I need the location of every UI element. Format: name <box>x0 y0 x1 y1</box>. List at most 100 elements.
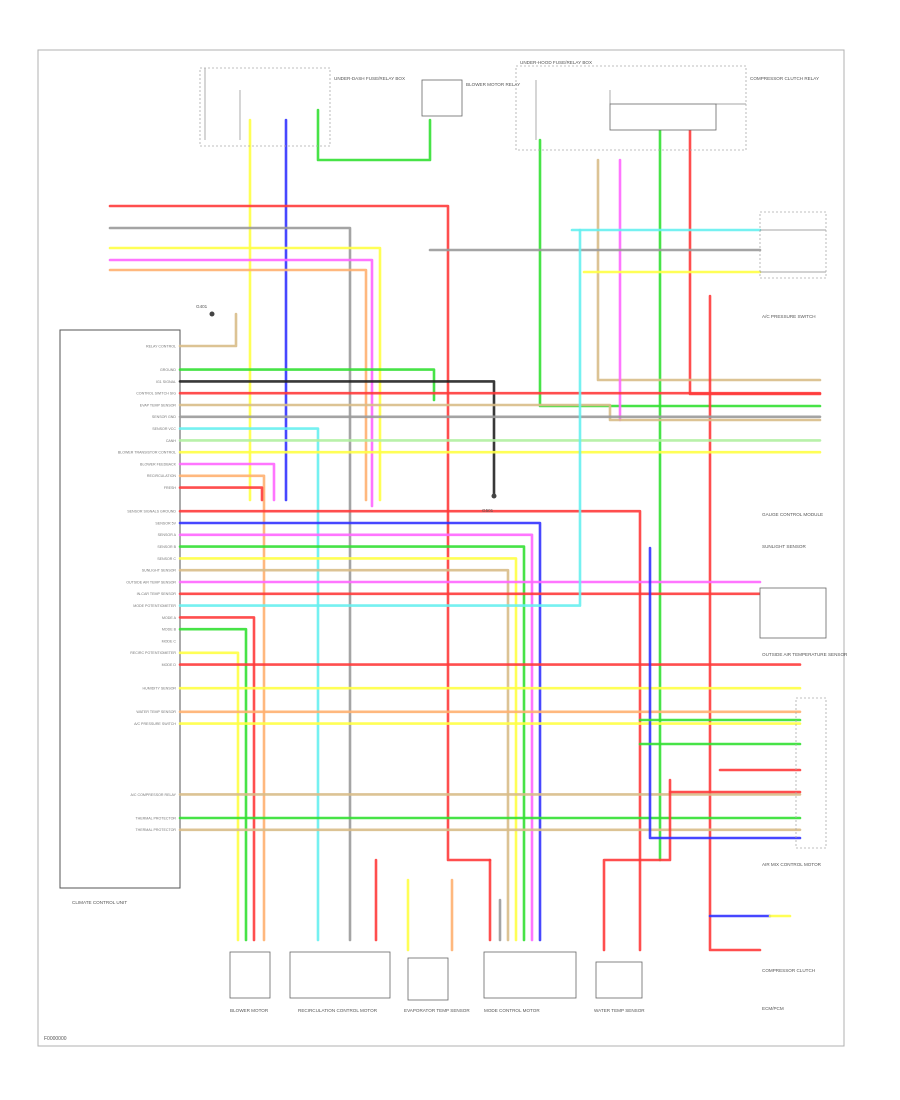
pressure-switch-label: A/C PRESSURE SWITCH <box>762 314 816 319</box>
wire-blue <box>648 546 802 840</box>
wire-red <box>708 294 762 952</box>
ecu-pin-label: BLOWER FEEDBACK <box>140 462 177 466</box>
ecu-pin-label: RECIRC POTENTIOMETER <box>130 651 176 655</box>
wire-red <box>602 778 672 952</box>
compressor-clutch-relay-label: COMPRESSOR CLUTCH RELAY <box>750 76 819 81</box>
wire-cyan <box>178 427 320 942</box>
wire-green <box>316 108 432 162</box>
ecu-pin-label: A/C COMPRESSOR RELAY <box>131 793 177 797</box>
wire-pink <box>178 533 534 942</box>
ecu-pin-label: THERMAL PROTECTOR <box>135 828 176 832</box>
ground-g501: G501 <box>482 493 497 513</box>
blower-motor-relay: BLOWER MOTOR RELAY <box>421 79 520 117</box>
wire-tan <box>178 403 822 422</box>
ecu-pin-label: CONTROL SWITCH SIG <box>136 392 176 396</box>
blower-motor-relay-label: BLOWER MOTOR RELAY <box>466 82 520 87</box>
wire-yellow <box>178 651 240 942</box>
ecu-pin-label: WATER TEMP SENSOR <box>136 710 176 714</box>
wire-red <box>108 204 492 862</box>
ecu-pin-label: CANH <box>166 439 177 443</box>
evap-sensor: EVAPORATOR TEMP SENSOR <box>404 957 470 1013</box>
ecu-pin-label: SENSOR 5V <box>155 521 176 525</box>
wire-orange <box>178 474 266 942</box>
wire-red <box>178 616 256 942</box>
ecu-pin-label: MODE A <box>162 616 177 620</box>
wire-pink <box>178 462 276 502</box>
wire-black <box>178 380 496 498</box>
ecu-pin-label: SENSOR C <box>157 557 176 561</box>
mode-motor-label: MODE CONTROL MOTOR <box>484 1008 540 1013</box>
figure-id: F0000000 <box>44 1036 67 1042</box>
compressor-clutch: COMPRESSOR CLUTCH <box>762 968 815 973</box>
ground-g501-label: G501 <box>482 508 494 513</box>
recirc-motor: RECIRCULATION CONTROL MOTOR <box>289 951 391 1013</box>
ecu-pin-label: IN-CAR TEMP SENSOR <box>137 592 177 596</box>
underhood-fuse-box: UNDER-HOOD FUSE/RELAY BOX <box>515 60 747 151</box>
wire-harness <box>108 68 826 952</box>
sunlight-sensor-label: SUNLIGHT SENSOR <box>762 544 807 549</box>
under-dash-fuse-box: UNDER-DASH FUSE/RELAY BOX <box>199 67 405 147</box>
wire-orange <box>108 268 368 502</box>
recirc-motor-label: RECIRCULATION CONTROL MOTOR <box>298 1008 378 1013</box>
ecm-pcm: ECM/PCM <box>762 1006 784 1011</box>
ecu-pin-label: BLOWER TRANSISTOR CONTROL <box>118 451 176 455</box>
pressure-switch: A/C PRESSURE SWITCH <box>759 211 827 319</box>
ecu-pin-label: SENSOR A <box>158 533 177 537</box>
ecu-pin-label: SENSOR VCC <box>152 427 176 431</box>
water-temp-sensor: WATER TEMP SENSOR <box>594 961 645 1013</box>
diagram-border <box>37 49 845 1047</box>
wire-red <box>178 509 642 952</box>
wire-yellow <box>178 557 518 942</box>
underhood-fuse-label: UNDER-HOOD FUSE/RELAY BOX <box>520 60 592 65</box>
mode-motor: MODE CONTROL MOTOR <box>483 951 577 1013</box>
wire-green <box>178 368 436 402</box>
ecu-pin-label: MODE C <box>162 639 177 643</box>
compressor-clutch-relay: COMPRESSOR CLUTCH RELAY <box>609 76 819 131</box>
outside-air-sensor-label: OUTSIDE AIR TEMPERATURE SENSOR <box>762 652 848 657</box>
ecu-pin-label: FRESH <box>164 486 177 490</box>
wire-tan <box>596 158 822 382</box>
compressor-clutch-label: COMPRESSOR CLUTCH <box>762 968 815 973</box>
wire-pink <box>108 258 374 508</box>
water-temp-sensor-label: WATER TEMP SENSOR <box>594 1008 645 1013</box>
ecu-pin-label: SENSOR SIGNALS GROUND <box>127 510 176 514</box>
climate-control-unit-box <box>59 329 181 889</box>
ground-g401: G401 <box>196 304 215 317</box>
blower-motor-label: BLOWER MOTOR <box>230 1008 269 1013</box>
climate-control-unit-label: CLIMATE CONTROL UNIT <box>72 900 127 905</box>
ecu-pin-label: HUMIDITY SENSOR <box>143 687 177 691</box>
gauge-control-label: GAUGE CONTROL MODULE <box>762 512 823 517</box>
ecu-pin-label: IG1 SIGNAL <box>156 380 176 384</box>
air-mix-motor-label: AIR MIX CONTROL MOTOR <box>762 862 822 867</box>
wire-red <box>178 486 264 502</box>
ground-g401-label: G401 <box>196 304 208 309</box>
wire-blue <box>178 521 542 942</box>
ecu-pin-label: RECIRCULATION <box>147 474 176 478</box>
wire-gray <box>108 226 352 942</box>
ecu-pin-label: A/C PRESSURE SWITCH <box>134 722 176 726</box>
ecu-pin-label: SENSOR GND <box>152 415 177 419</box>
ecu-pin-label: OUTSIDE AIR TEMP SENSOR <box>126 580 176 584</box>
ecu-pin-label: THERMAL PROTECTOR <box>135 816 176 820</box>
gauge-control: GAUGE CONTROL MODULE <box>762 512 823 517</box>
ecm-pcm-label: ECM/PCM <box>762 1006 784 1011</box>
wire-tan <box>178 568 510 942</box>
ecu-pin-label: RELAY CONTROL <box>146 344 176 348</box>
outside-air-sensor: OUTSIDE AIR TEMPERATURE SENSOR <box>762 652 848 657</box>
ecu-pin-label: EVAP TEMP SENSOR <box>140 403 177 407</box>
ecu-pin-label: MODE D <box>162 663 177 667</box>
wire-cyan <box>178 228 582 607</box>
ecu-pin-label: MODE B <box>162 628 177 632</box>
blower-motor: BLOWER MOTOR <box>229 951 271 1013</box>
ecu-pin-label: MODE POTENTIOMETER <box>133 604 176 608</box>
sunlight-sensor: SUNLIGHT SENSOR <box>759 544 827 639</box>
evap-sensor-label: EVAPORATOR TEMP SENSOR <box>404 1008 470 1013</box>
ecu-pin-label: SUNLIGHT SENSOR <box>142 569 177 573</box>
under-dash-fuse-label: UNDER-DASH FUSE/RELAY BOX <box>334 76 405 81</box>
ecu-pin-label: GROUND <box>160 368 176 372</box>
air-mix-motor: AIR MIX CONTROL MOTOR <box>762 697 827 867</box>
wire-green <box>178 627 248 942</box>
wire-tan <box>178 312 238 348</box>
ecu-pin-label: SENSOR B <box>157 545 176 549</box>
